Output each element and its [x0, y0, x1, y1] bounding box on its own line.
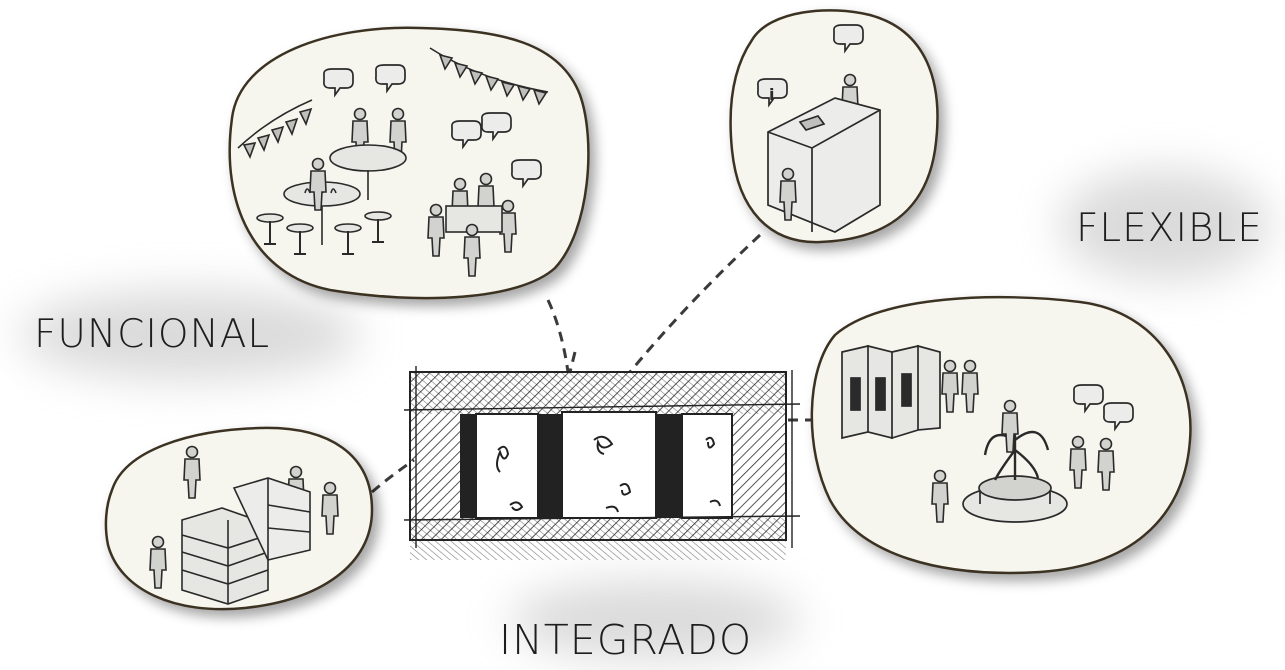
connector-left [371, 458, 415, 494]
info-kiosk-sketch: i [757, 24, 881, 233]
connector-bottom [568, 351, 577, 373]
shelves-sketch [149, 445, 339, 605]
smudge-funcional [20, 290, 360, 380]
social-cafe-sketch [237, 47, 549, 277]
label-integrado: INTEGRADO [499, 616, 753, 664]
smudge-integrado [510, 580, 800, 660]
info-icon: i [769, 85, 774, 104]
connector-top-left [546, 299, 570, 373]
central-building-plan [403, 366, 801, 560]
label-flexible: FLEXIBLE [1076, 206, 1263, 251]
connector-top-right [628, 233, 762, 373]
exhibition-sketch [841, 344, 1134, 523]
smudge-flexible [1060, 170, 1270, 280]
label-funcional: FUNCIONAL [34, 312, 271, 357]
